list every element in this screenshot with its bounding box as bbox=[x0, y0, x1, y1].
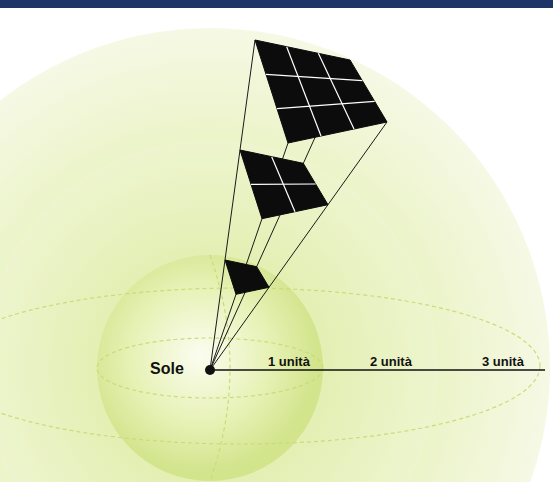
area-panel bbox=[225, 260, 269, 294]
outer-sphere bbox=[0, 28, 550, 482]
sun-dot bbox=[205, 365, 215, 375]
distance-label: 1 unità bbox=[268, 355, 310, 368]
panel-grid-line bbox=[277, 101, 375, 108]
sun-label: Sole bbox=[150, 361, 184, 377]
distance-label: 2 unità bbox=[370, 355, 412, 368]
top-bar bbox=[0, 0, 553, 8]
panel-grid-line bbox=[251, 183, 316, 185]
middle-sphere bbox=[0, 140, 438, 482]
area-panel bbox=[240, 150, 328, 219]
panel-grid-line bbox=[318, 53, 354, 129]
light-ray bbox=[210, 122, 387, 370]
equator-line bbox=[97, 338, 323, 398]
equator-line bbox=[0, 288, 540, 444]
distance-axis bbox=[210, 369, 545, 371]
area-panel bbox=[255, 40, 387, 143]
panel-grid-line bbox=[266, 74, 362, 80]
distance-label: 3 unità bbox=[482, 355, 524, 368]
panel-grid-line bbox=[287, 47, 321, 136]
